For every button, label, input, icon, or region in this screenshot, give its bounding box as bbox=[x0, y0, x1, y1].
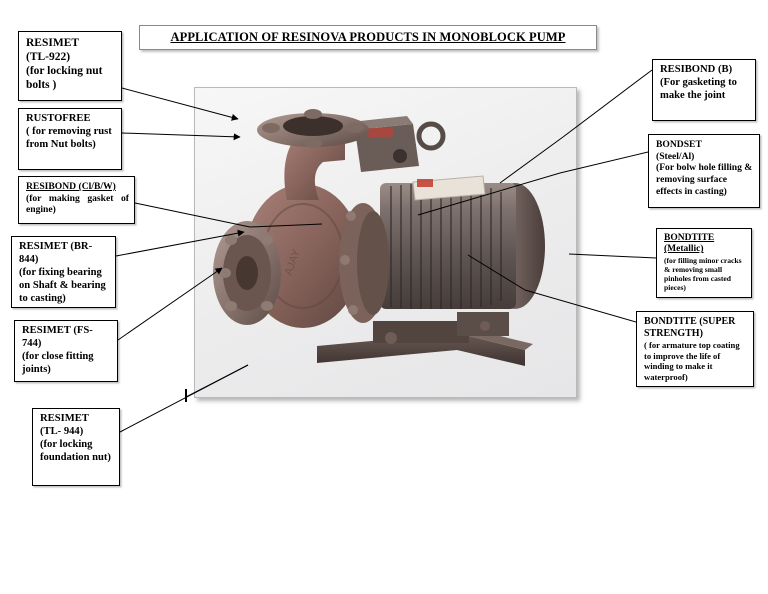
callout-heading: RESIMET bbox=[40, 413, 89, 424]
pump-photo: AJAY bbox=[194, 87, 577, 398]
callout-body: (TL- 944) (for locking foundation nut) bbox=[40, 425, 111, 463]
callout-resimet-tl-922[interactable]: RESIMET (TL-922) (for locking nut bolts … bbox=[18, 31, 122, 101]
callout-heading: BONDTITE (Metallic) bbox=[664, 233, 715, 255]
callout-body: (for making gasket of engine) bbox=[26, 192, 129, 216]
discharge-flange-bore bbox=[236, 256, 258, 290]
callout-resimet-fs-744[interactable]: RESIMET (FS-744) (for close fitting join… bbox=[14, 320, 118, 382]
callout-bondtite-metallic[interactable]: BONDTITE (Metallic) (for filling minor c… bbox=[656, 228, 752, 298]
callout-rustofree[interactable]: RUSTOFREE ( for removing rust from Nut b… bbox=[18, 108, 122, 170]
coupling-ring bbox=[357, 211, 389, 315]
page-title-box: APPLICATION OF RESINOVA PRODUCTS IN MONO… bbox=[139, 25, 597, 50]
bearing-housing-bolts bbox=[340, 211, 358, 315]
foundation-bolt-rear bbox=[480, 321, 490, 331]
callout-heading: RESIMET (BR-844) bbox=[19, 241, 93, 265]
callout-resibond-b[interactable]: RESIBOND (B) (For gasketing to make the … bbox=[652, 59, 756, 121]
terminal-box-label bbox=[367, 128, 393, 137]
leader-bondtite-metallic bbox=[568, 253, 657, 259]
page-title: APPLICATION OF RESINOVA PRODUCTS IN MONO… bbox=[170, 30, 566, 44]
callout-body: (TL-922) (for locking nut bolts ) bbox=[26, 51, 103, 92]
monoblock-pump-illustration: AJAY bbox=[213, 109, 545, 366]
callout-resimet-br-844[interactable]: RESIMET (BR-844) (for fixing bearing on … bbox=[11, 236, 116, 308]
pump-base-plate bbox=[317, 333, 525, 366]
cable-gland bbox=[393, 149, 407, 163]
callout-body: (For gasketing to make the joint bbox=[660, 76, 737, 101]
callout-resimet-tl-944[interactable]: RESIMET (TL- 944) (for locking foundatio… bbox=[32, 408, 120, 486]
callout-body: (Steel/Al) (For bolw hole filling & remo… bbox=[656, 150, 753, 197]
callout-heading: BONDTITE (SUPER STRENGTH) bbox=[644, 316, 736, 340]
motor-foot-left bbox=[373, 321, 469, 343]
callout-body: (for filling minor cracks & removing sma… bbox=[664, 255, 742, 293]
suction-flange-bolts bbox=[262, 109, 364, 148]
callout-bondtite-super-strength[interactable]: BONDTITE (SUPER STRENGTH) ( for armature… bbox=[636, 311, 754, 387]
callout-heading: RESIMET bbox=[26, 37, 80, 49]
callout-body: (for close fitting joints) bbox=[22, 350, 94, 375]
callout-heading: RESIBOND (B) bbox=[660, 64, 733, 75]
foundation-bolt bbox=[385, 332, 397, 344]
lifting-eye-bolt bbox=[416, 121, 446, 151]
callout-heading: RESIBOND (Cl/B/W) bbox=[26, 181, 116, 192]
callout-heading: BONDSET bbox=[656, 139, 702, 150]
nameplate-logo bbox=[417, 179, 433, 187]
callout-heading: RUSTOFREE bbox=[26, 113, 91, 124]
callout-resibond-cl-b-w[interactable]: RESIBOND (Cl/B/W) (for making gasket of … bbox=[18, 176, 135, 224]
suction-flange-bore bbox=[283, 116, 343, 136]
callout-heading: RESIMET (FS-744) bbox=[22, 325, 93, 349]
callout-body: ( for removing rust from Nut bolts) bbox=[26, 125, 112, 150]
callout-body: (for fixing bearing on Shaft & bearing t… bbox=[19, 266, 106, 304]
callout-bondset[interactable]: BONDSET (Steel/Al) (For bolw hole fillin… bbox=[648, 134, 760, 208]
callout-body: ( for armature top coating to improve th… bbox=[644, 340, 740, 382]
